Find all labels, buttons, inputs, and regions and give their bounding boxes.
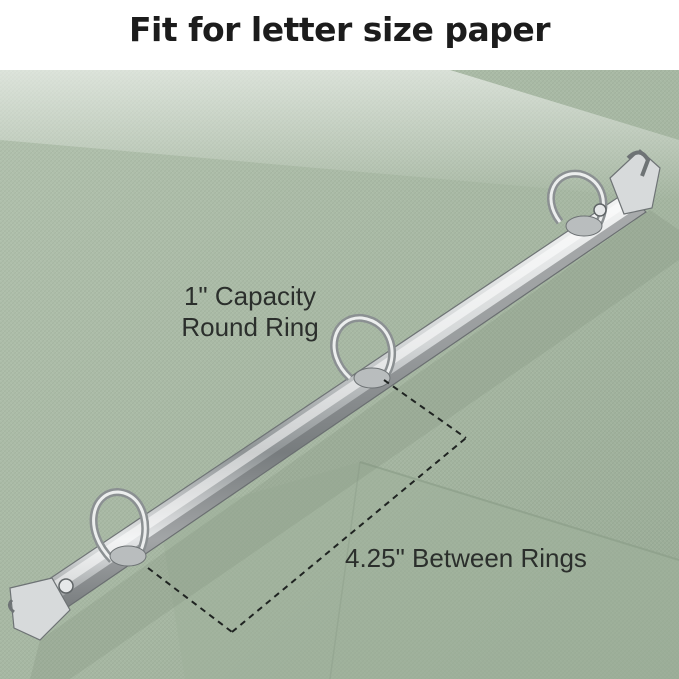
spine-shadow: [30, 210, 679, 679]
page-title: Fit for letter size paper: [129, 10, 551, 49]
ring-spacing-label: 4.25" Between Rings: [345, 543, 587, 573]
rivet-right: [593, 203, 607, 217]
spacing-dimension: [147, 379, 467, 633]
dimension-line: [231, 437, 467, 633]
ring-middle: [330, 313, 396, 389]
rivet-left: [58, 578, 74, 594]
inner-pocket-edge: [160, 462, 679, 679]
ring-left: [89, 487, 150, 567]
cover-top-light: [0, 70, 679, 200]
ring-capacity-line-2: Round Ring: [181, 312, 319, 342]
extension-line-right: [383, 379, 467, 439]
ring-mechanism: [7, 149, 661, 641]
ring-capacity-line-1: 1" Capacity: [183, 281, 317, 311]
extension-line-left: [147, 567, 233, 633]
left-end-plate: [9, 577, 71, 641]
ring-capacity-label: 1" Capacity Round Ring: [160, 281, 340, 343]
